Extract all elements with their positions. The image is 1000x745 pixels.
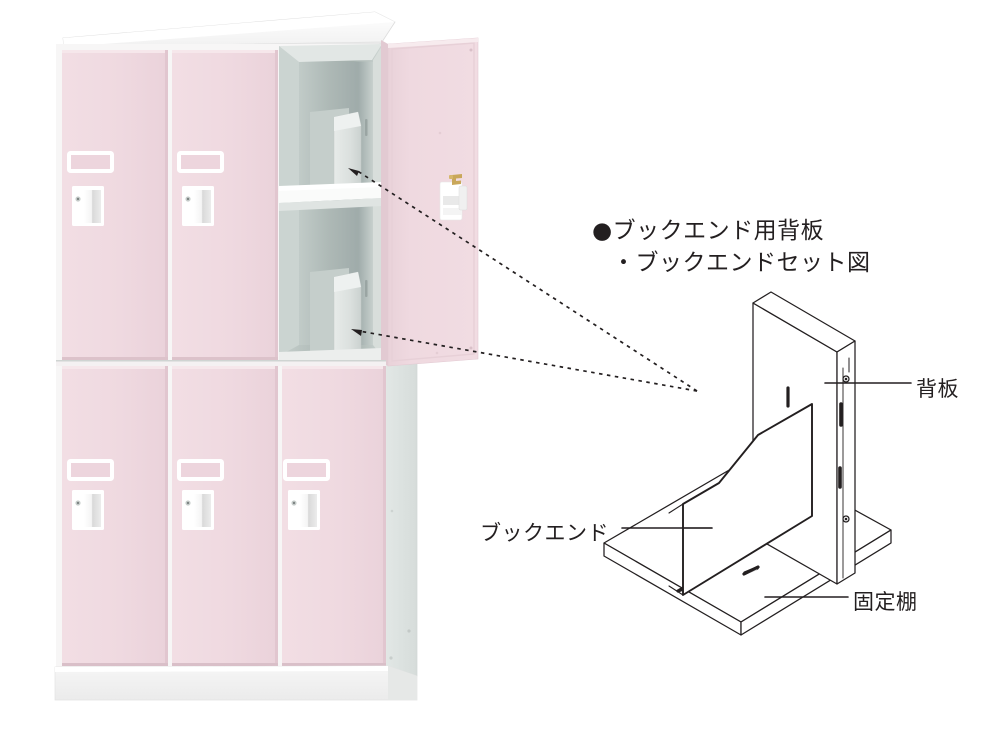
label-fixed-shelf: 固定棚 [853,590,918,614]
lock-top-right[interactable] [439,174,468,221]
label-bookend: ブックエンド [480,521,609,545]
nameplate-top-left [67,151,114,173]
leader-arrow-upper [348,168,359,176]
lock-bottom-left[interactable] [72,490,104,530]
heading-line-1: ●ブックエンド用背板 [592,218,825,244]
key-icon [449,174,462,185]
lock-bottom-center[interactable] [182,490,214,530]
door-top-right-open[interactable] [381,37,479,367]
leader-line-lower [358,330,698,392]
plinth-base [54,665,418,701]
heading-line-2: ・ブックエンドセット図 [612,250,871,276]
nameplate-bottom-right [283,459,330,481]
leader-line-upper [355,169,698,392]
label-back-panel: 背板 [916,377,959,401]
nameplate-bottom-center [177,459,224,481]
leader-arrow-lower [351,329,362,336]
lock-bottom-right[interactable] [288,490,320,530]
diagram-bookend [668,403,813,596]
row-divider [56,360,386,366]
lock-top-left[interactable] [72,186,104,226]
lock-top-center[interactable] [182,186,214,226]
fixed-shelf-upper [279,182,382,211]
nameplate-top-center [177,151,224,173]
nameplate-bottom-left [67,459,114,481]
bookend-lower [310,268,368,354]
